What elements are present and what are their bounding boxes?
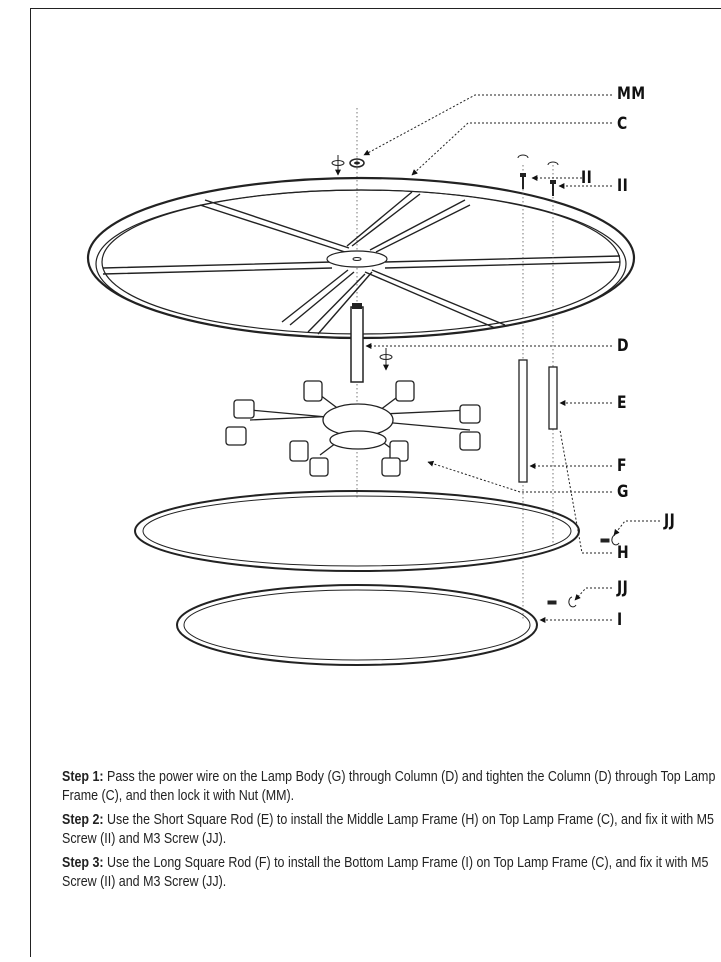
label-ii-left: II xyxy=(581,168,593,188)
label-jj-lower: JJ xyxy=(617,578,629,598)
step-3: Step 3: Use the Long Square Rod (F) to i… xyxy=(62,854,716,892)
step-3-text: Use the Long Square Rod (F) to install t… xyxy=(62,855,709,890)
step-1: Step 1: Pass the power wire on the Lamp … xyxy=(62,768,716,806)
instruction-steps: Step 1: Pass the power wire on the Lamp … xyxy=(62,768,716,897)
bottom-lamp-frame xyxy=(176,584,538,666)
label-ii-right: II xyxy=(617,176,629,196)
label-d: D xyxy=(617,336,629,356)
middle-lamp-frame xyxy=(134,490,580,572)
step-2: Step 2: Use the Short Square Rod (E) to … xyxy=(62,811,716,849)
label-e: E xyxy=(617,393,627,413)
step-2-text: Use the Short Square Rod (E) to install … xyxy=(62,812,714,847)
short-square-rod-e xyxy=(548,165,558,545)
label-g: G xyxy=(617,482,629,502)
long-square-rod-f xyxy=(518,165,528,620)
column-d xyxy=(350,303,393,383)
label-c: C xyxy=(617,114,628,134)
step-2-title: Step 2: xyxy=(62,812,104,828)
m3-screws-jj xyxy=(547,534,620,608)
nut-mm xyxy=(331,155,365,176)
label-i: I xyxy=(617,610,623,630)
step-3-title: Step 3: xyxy=(62,855,104,871)
step-1-text: Pass the power wire on the Lamp Body (G)… xyxy=(62,769,716,804)
m5-screws-ii xyxy=(517,154,559,196)
lamp-body-g xyxy=(225,380,481,477)
label-jj-upper: JJ xyxy=(664,511,676,531)
step-1-title: Step 1: xyxy=(62,769,104,785)
label-mm: MM xyxy=(617,84,646,104)
label-h: H xyxy=(617,543,630,563)
label-f: F xyxy=(617,456,627,476)
exploded-assembly-diagram xyxy=(86,94,660,666)
page-frame xyxy=(30,8,721,957)
leader-lines xyxy=(363,94,660,623)
